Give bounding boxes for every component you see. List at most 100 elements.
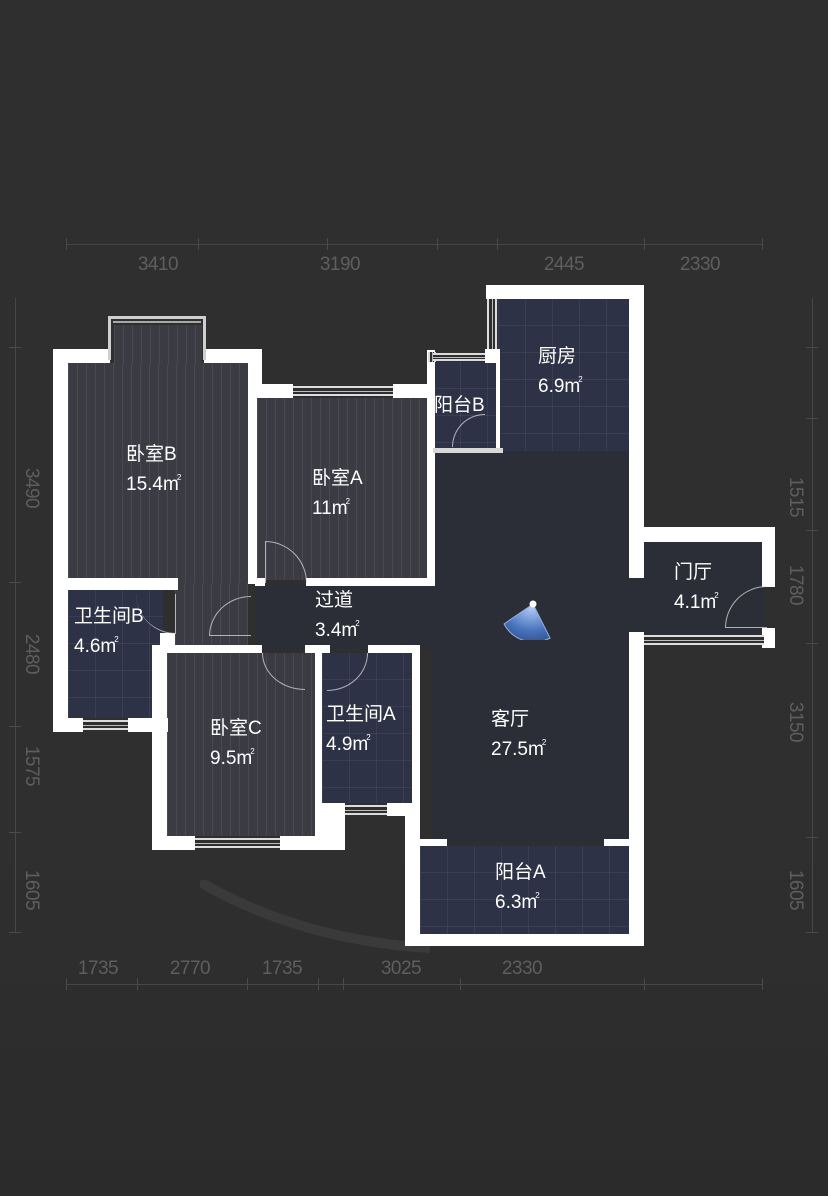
dim-tick xyxy=(644,238,645,250)
room-label-balcony-b: 阳台B xyxy=(434,391,485,421)
wall xyxy=(629,836,644,946)
wall xyxy=(762,527,775,587)
wall xyxy=(248,384,293,398)
dim-label-left-2: 2480 xyxy=(21,633,42,675)
dim-tick xyxy=(460,978,461,990)
room-label-foyer: 门厅 4.1m2 xyxy=(674,558,719,619)
window xyxy=(83,720,128,730)
wall xyxy=(604,839,630,846)
room-name: 阳台B xyxy=(434,395,485,416)
wall xyxy=(53,718,83,732)
dim-label-top-3: 2445 xyxy=(543,254,585,275)
dim-tick xyxy=(318,978,319,990)
dim-label-left-3: 1575 xyxy=(21,745,42,787)
wall xyxy=(204,349,262,363)
floor-bathroom-a xyxy=(322,653,412,803)
dim-tick xyxy=(327,238,328,250)
room-name: 客厅 xyxy=(491,709,530,730)
wall xyxy=(762,628,775,648)
floor-bedroom-a xyxy=(257,398,427,580)
wall xyxy=(315,803,345,850)
view-cone-icon[interactable] xyxy=(503,600,553,640)
room-label-bedroom-a: 卧室A 11m2 xyxy=(312,464,363,525)
floor-kitchen xyxy=(498,299,629,451)
room-name: 卫生间B xyxy=(74,606,144,627)
dim-label-bottom-1: 1735 xyxy=(77,958,119,979)
dim-tick xyxy=(66,978,67,990)
wall xyxy=(53,349,68,732)
wall xyxy=(322,645,330,653)
room-area: 15.4m2 xyxy=(126,473,182,496)
window xyxy=(433,353,485,361)
bay-window-frame xyxy=(203,316,206,360)
dim-tick xyxy=(9,726,21,727)
bay-window-frame xyxy=(108,316,111,360)
window xyxy=(195,838,280,848)
dim-tick xyxy=(806,932,818,933)
room-name: 卧室C xyxy=(210,718,262,739)
dim-label-right-4: 1605 xyxy=(785,869,806,911)
room-name: 厨房 xyxy=(538,346,577,367)
bay-window-frame xyxy=(113,321,201,323)
dim-line-bottom xyxy=(66,984,762,985)
dim-tick xyxy=(762,238,763,250)
dim-tick xyxy=(497,238,498,250)
dim-label-left-4: 1605 xyxy=(21,869,42,911)
window xyxy=(345,805,387,815)
dim-label-left-1: 3490 xyxy=(21,467,42,509)
room-label-bedroom-c: 卧室C 9.5m2 xyxy=(210,714,262,775)
wall xyxy=(248,349,262,384)
room-name: 卫生间A xyxy=(326,704,396,725)
dim-tick xyxy=(806,418,818,419)
window xyxy=(487,299,497,349)
room-label-living: 客厅 27.5m2 xyxy=(491,705,546,766)
dim-label-top-1: 3410 xyxy=(137,254,179,275)
dim-tick xyxy=(437,238,438,250)
room-name: 过道 xyxy=(315,590,354,611)
dim-label-bottom-3: 1735 xyxy=(261,958,303,979)
room-area: 4.1m2 xyxy=(674,591,719,614)
floor-bedroom-b-bay xyxy=(114,325,202,365)
room-label-kitchen: 厨房 6.9m2 xyxy=(538,342,583,403)
wall xyxy=(485,349,499,363)
wall xyxy=(412,646,420,816)
wall xyxy=(152,645,167,850)
dim-line-top xyxy=(66,244,762,245)
room-area: 6.9m2 xyxy=(538,375,583,398)
dim-tick xyxy=(198,238,199,250)
wall xyxy=(629,285,644,578)
window xyxy=(293,386,393,396)
dim-tick xyxy=(806,347,818,348)
dim-label-top-2: 3190 xyxy=(319,254,361,275)
room-name: 卧室B xyxy=(126,444,177,465)
dim-line-right xyxy=(812,298,813,933)
dim-label-top-4: 2330 xyxy=(679,254,721,275)
dim-tick xyxy=(137,978,138,990)
dim-tick xyxy=(9,832,21,833)
dim-tick xyxy=(806,643,818,644)
dim-tick xyxy=(9,582,21,583)
dim-tick xyxy=(343,978,344,990)
floor-balcony-a xyxy=(420,846,630,934)
wall xyxy=(433,448,503,453)
floor-bathroom-b xyxy=(68,590,163,718)
wall xyxy=(152,645,262,653)
wall xyxy=(315,645,322,850)
room-label-bathroom-a: 卫生间A 4.9m2 xyxy=(326,700,396,761)
room-area: 4.6m2 xyxy=(74,635,119,658)
dim-tick xyxy=(66,238,67,250)
dim-tick xyxy=(9,932,21,933)
decorative-curve xyxy=(200,880,431,953)
wall xyxy=(393,384,433,398)
wall xyxy=(368,645,420,653)
dim-tick xyxy=(806,530,818,531)
room-area: 6.3m2 xyxy=(495,891,540,914)
wall xyxy=(152,836,195,850)
room-label-corridor: 过道 3.4m2 xyxy=(315,586,360,647)
dim-tick xyxy=(806,837,818,838)
dim-label-right-3: 3150 xyxy=(785,701,806,743)
room-area: 3.4m2 xyxy=(315,619,360,642)
room-name: 阳台A xyxy=(495,862,546,883)
dim-tick xyxy=(762,978,763,990)
